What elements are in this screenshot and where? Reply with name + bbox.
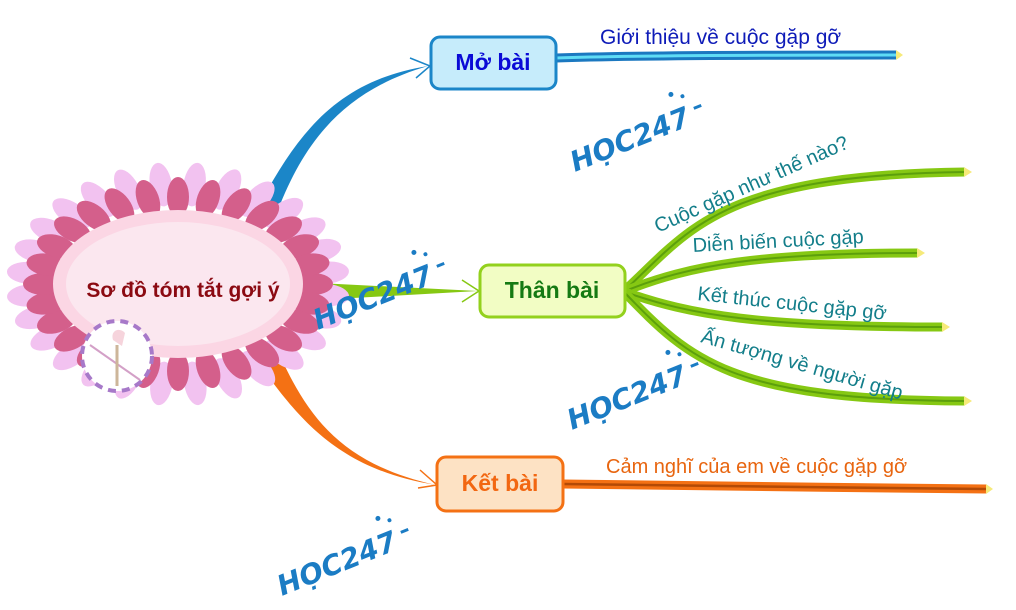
watermark-logo: HỌC247 [562, 349, 699, 436]
branch-end-tip [964, 396, 972, 406]
watermark-text: HỌC247 [565, 100, 695, 178]
node-mo-bai-label: Mở bài [455, 49, 530, 75]
connector-mo-bai [262, 57, 432, 210]
flower-petal [265, 216, 303, 244]
branch-end-tip [986, 484, 993, 494]
flower-petal [76, 200, 111, 232]
subtopic-label[interactable]: Cảm nghĩ của em về cuộc gặp gỡ [606, 456, 907, 478]
subtopic-label[interactable]: Giới thiệu về cuộc gặp gỡ [600, 26, 841, 49]
flower-petal [221, 188, 252, 223]
branch-end-tip [917, 248, 925, 258]
flower-petal [245, 200, 280, 232]
watermark-logo: HỌC247 [272, 515, 409, 602]
watermark-text: HỌC247 [562, 358, 692, 436]
node-than-bai[interactable]: Thân bài [478, 263, 627, 319]
flower-petal [245, 336, 280, 368]
watermark-text: HỌC247 [272, 524, 402, 602]
node-than-bai-label: Thân bài [505, 277, 600, 303]
flower-petal [104, 188, 135, 223]
flower-petal [221, 345, 252, 380]
branch-end-tip [964, 167, 972, 177]
flower-petal [53, 216, 91, 244]
connector-ket-bai [262, 360, 439, 489]
flower-petal [52, 198, 92, 229]
branch-ket-bai: Kết bài Cảm nghĩ của em về cuộc gặp gỡ [435, 455, 993, 513]
flower-petal [213, 358, 243, 399]
branch-than-bai: Thân bài Cuộc gặp như thế nào? Diễn biến… [478, 132, 972, 406]
branch-end-tip [942, 322, 950, 332]
flower-petal [135, 179, 161, 219]
flower-center [66, 222, 290, 346]
flower-petal [264, 197, 304, 229]
flower-petal [113, 169, 143, 210]
flower-petal [167, 177, 189, 217]
flower-petal [53, 324, 91, 352]
central-topic[interactable]: Sơ đồ tóm tắt gợi ý [6, 161, 350, 407]
node-ket-bai-label: Kết bài [462, 470, 539, 496]
flower-petal [23, 273, 63, 295]
flower-petal [264, 339, 304, 370]
node-mo-bai[interactable]: Mở bài [429, 35, 558, 91]
flower-petal [240, 350, 276, 387]
central-topic-label: Sơ đồ tóm tắt gợi ý [86, 278, 280, 302]
watermarks: HỌC247 HỌC247 HỌC247 HỌC247 [272, 91, 702, 602]
flower-petal [265, 324, 303, 352]
arrowhead-icon [417, 469, 439, 489]
flower-petal [195, 179, 221, 219]
branch-mo-bai: Mở bài Giới thiệu về cuộc gặp gỡ [429, 26, 903, 91]
branch-end-tip [896, 50, 903, 60]
node-ket-bai[interactable]: Kết bài [435, 455, 565, 513]
watermark-logo: HỌC247 [565, 91, 702, 178]
flower-petal [195, 349, 221, 389]
flower-petal [80, 181, 116, 218]
flower-petal [167, 351, 189, 391]
flower-petal [213, 169, 242, 210]
flower-petal [293, 273, 333, 295]
decorative-stamp-icon [80, 319, 154, 393]
flower-petal [240, 181, 275, 217]
than-bai-subbranches [621, 167, 972, 406]
